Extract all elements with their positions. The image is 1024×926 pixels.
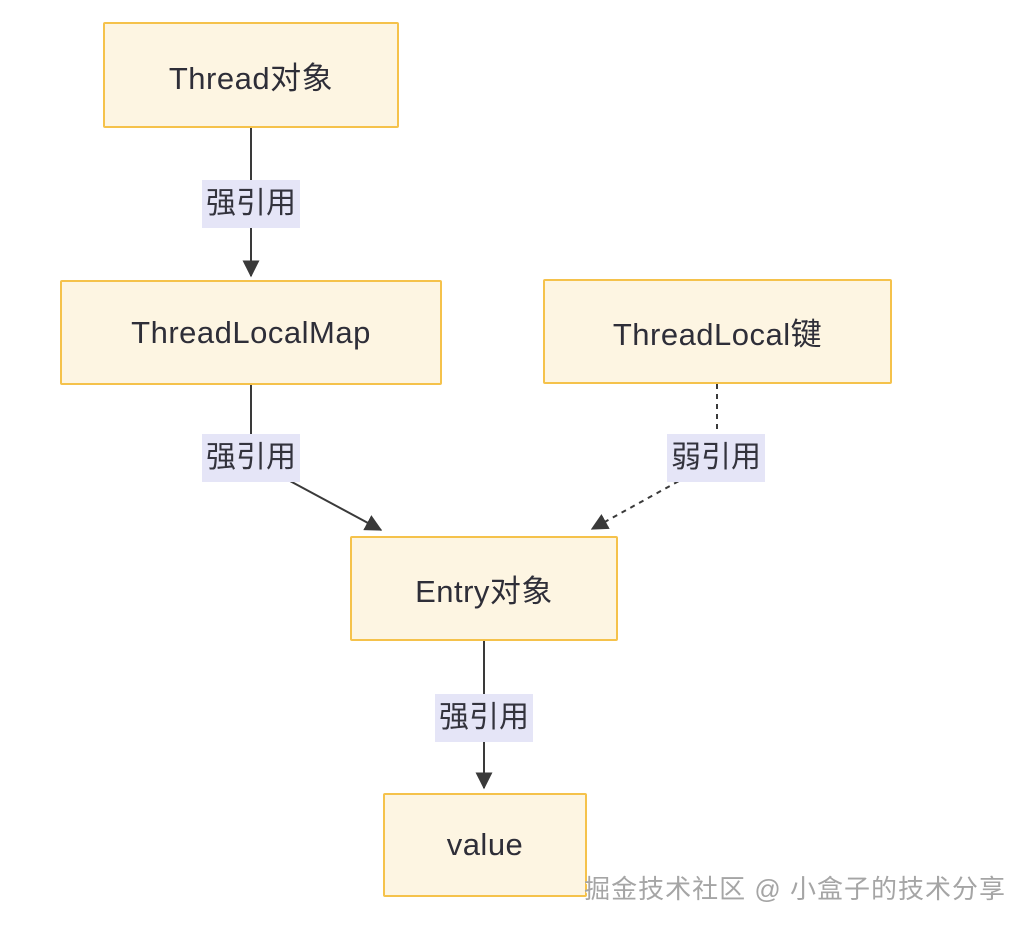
node-threadlocalmap: ThreadLocalMap: [60, 280, 442, 385]
watermark: 掘金技术社区 @ 小盒子的技术分享: [584, 874, 1006, 904]
node-value: value: [383, 793, 587, 897]
edge-label-strong-ref-thread-map: 强引用: [202, 180, 300, 228]
edge-key-to-entry: [590, 384, 718, 530]
node-threadlocal-key: ThreadLocal键: [543, 279, 892, 384]
edge-label-strong-ref-map-entry: 强引用: [202, 434, 300, 482]
edge-label-weak-ref-key-entry: 弱引用: [667, 434, 765, 482]
node-entry-object: Entry对象: [350, 536, 618, 641]
edge-label-strong-ref-entry-value: 强引用: [435, 694, 533, 742]
node-thread-object: Thread对象: [103, 22, 399, 128]
